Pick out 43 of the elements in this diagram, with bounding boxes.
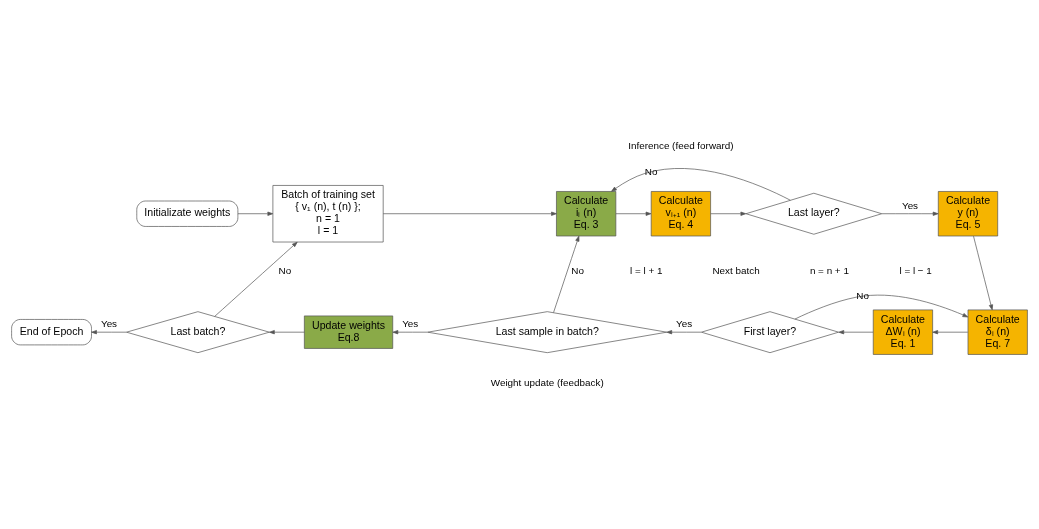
arrow	[666, 329, 702, 334]
edge-label: Yes	[901, 199, 919, 211]
arrow	[237, 211, 274, 216]
node-box: Initializate weights	[136, 200, 239, 227]
arrow	[392, 329, 429, 334]
node-box: Calculate y (n) Eq. 5	[937, 190, 999, 236]
arrow	[838, 329, 874, 334]
node-box: End of Epoch	[11, 318, 92, 345]
arrow	[973, 235, 993, 310]
node-diamond: Last layer?	[745, 192, 883, 235]
arrow	[382, 211, 557, 216]
edge-label: Yes	[100, 317, 118, 329]
edge-label: No	[856, 289, 869, 301]
edge-label: No	[278, 264, 292, 276]
edge-label: No	[571, 264, 584, 276]
edge-label: Yes	[402, 317, 419, 329]
label: Next batch	[712, 264, 760, 276]
node-diamond: Last sample in batch?	[427, 310, 668, 353]
node-box: Batch of training set { v₁ (n), t (n) }; n = 1 l = 1	[272, 184, 384, 242]
edge-label: No	[644, 165, 658, 177]
node-diamond: First layer?	[701, 310, 839, 353]
node-diamond: Last batch?	[126, 310, 270, 353]
node-box: Calculate vₗ₊₁ (n) Eq. 4	[650, 190, 711, 236]
arrow	[553, 235, 580, 313]
arrow	[932, 329, 969, 334]
label: Inference (feed forward)	[628, 139, 734, 151]
arrow	[214, 241, 298, 317]
node-box: Update weights Eq.8	[304, 315, 394, 349]
label: n = n + 1	[809, 264, 849, 276]
arrow	[881, 211, 939, 216]
label: Weight update (feedback)	[490, 376, 604, 388]
arrow	[611, 167, 791, 201]
node-box: Calculate δₗ (n) Eq. 7	[967, 309, 1028, 355]
arrow	[794, 294, 969, 319]
label: l = l + 1	[630, 264, 663, 276]
node-box: Calculate ΔWₗ (n) Eq. 1	[872, 309, 933, 355]
node-box: Calculate iₗ (n) Eq. 3	[556, 190, 617, 236]
arrow	[91, 329, 127, 334]
arrow	[710, 211, 747, 216]
arrow	[269, 329, 305, 334]
label: l = l − 1	[899, 264, 932, 276]
arrow	[615, 211, 652, 216]
edge-label: Yes	[676, 317, 693, 329]
